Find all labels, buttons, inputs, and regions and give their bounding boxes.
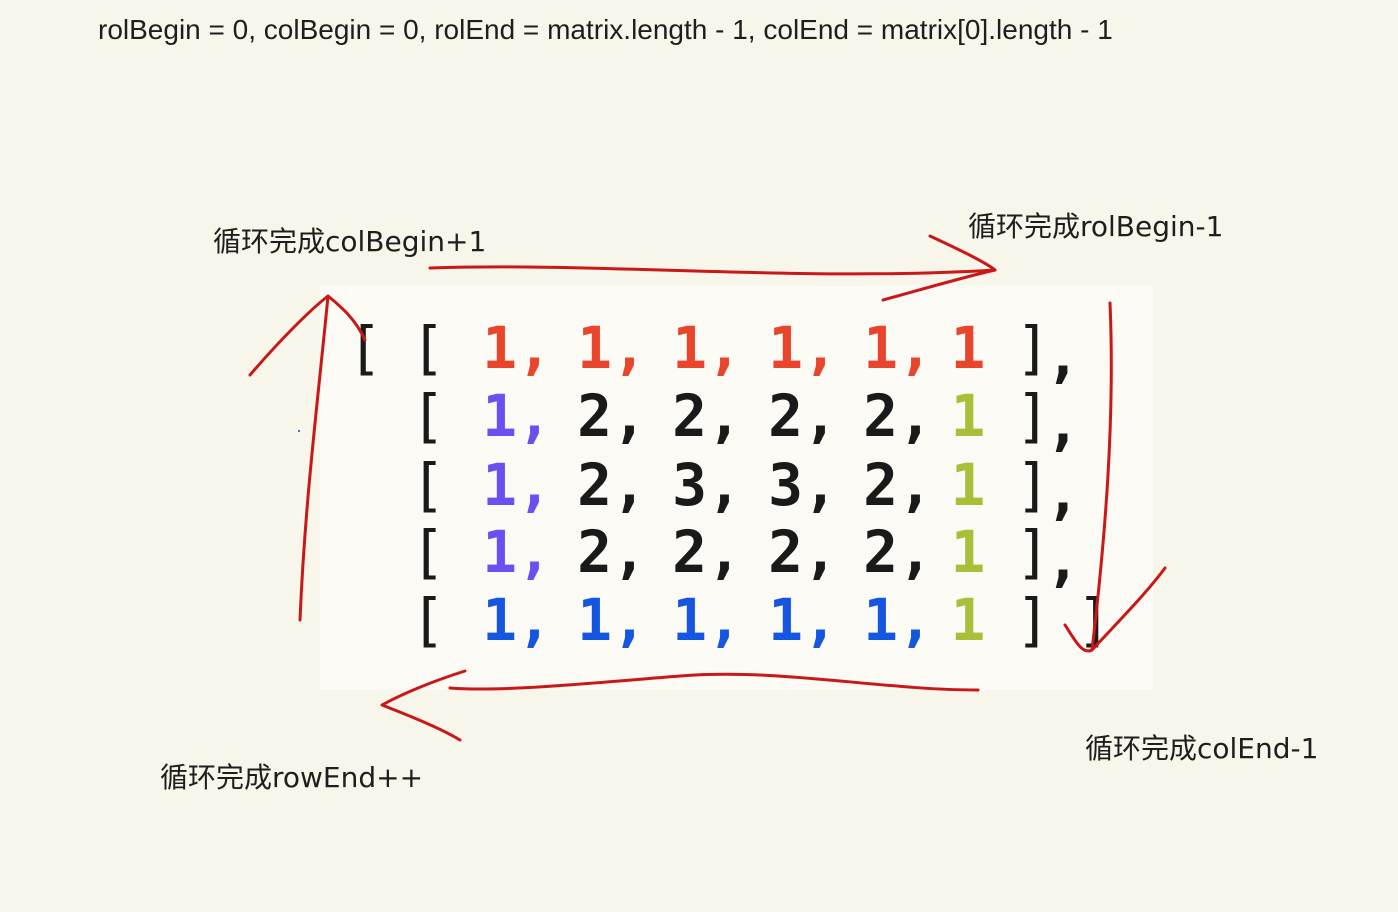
matrix-panel <box>320 285 1153 690</box>
header-text: rolBegin = 0, colBegin = 0, rolEnd = mat… <box>98 14 1113 45</box>
label-bottom-right: 循环完成colEnd-1 <box>1085 732 1319 765</box>
matrix-row-open-bracket: [ <box>410 586 446 654</box>
matrix-cell: 1 <box>950 382 986 450</box>
matrix-row-separator: , <box>1045 322 1081 390</box>
matrix-row-open-bracket: [ <box>410 382 446 450</box>
matrix-cell: 2, <box>863 382 933 450</box>
matrix-row-separator: , <box>1045 526 1081 594</box>
matrix-row-open-bracket: [ <box>410 451 446 519</box>
matrix-cell: 3, <box>768 451 838 519</box>
matrix-row-separator: , <box>1045 459 1081 527</box>
matrix-cell: 2, <box>577 518 647 586</box>
matrix-cell: 1, <box>482 314 552 382</box>
matrix-row-open-bracket: [ <box>410 518 446 586</box>
matrix-cell: 1, <box>672 314 742 382</box>
matrix-cell: 2, <box>672 518 742 586</box>
matrix-cell: 1, <box>863 586 933 654</box>
label-top-right: 循环完成rolBegin-1 <box>968 210 1224 243</box>
matrix-row-open-bracket: [ <box>410 314 446 382</box>
matrix-row-close-bracket: ] <box>1015 451 1051 519</box>
stray-dot <box>298 430 300 432</box>
matrix-cell: 1, <box>768 586 838 654</box>
matrix-cell: 1, <box>577 314 647 382</box>
matrix-cell: 2, <box>863 451 933 519</box>
matrix-cell: 1, <box>482 382 552 450</box>
matrix-cell: 1, <box>863 314 933 382</box>
matrix-cell: 1, <box>482 586 552 654</box>
matrix-cell: 1, <box>577 586 647 654</box>
matrix-row-separator: , <box>1045 390 1081 458</box>
matrix-cell: 2, <box>672 382 742 450</box>
matrix-outer-close-bracket: ] <box>1076 586 1112 654</box>
matrix-cell: 2, <box>577 382 647 450</box>
matrix-cell: 1 <box>950 314 986 382</box>
matrix-cell: 1 <box>950 518 986 586</box>
matrix-cell: 1, <box>768 314 838 382</box>
matrix-cell: 2, <box>768 518 838 586</box>
matrix-row-close-bracket: ] <box>1015 518 1051 586</box>
matrix-row-close-bracket: ] <box>1015 382 1051 450</box>
matrix-cell: 1 <box>950 451 986 519</box>
arrow-top-shaft <box>428 265 997 276</box>
matrix-cell: 2, <box>863 518 933 586</box>
matrix-cell: 1, <box>482 451 552 519</box>
label-bottom-left: 循环完成rowEnd++ <box>160 761 424 794</box>
matrix-cell: 1, <box>482 518 552 586</box>
label-top-left: 循环完成colBegin+1 <box>213 225 487 258</box>
matrix-row-close-bracket: ] <box>1015 314 1051 382</box>
matrix-cell: 1 <box>950 586 986 654</box>
matrix-outer-open-bracket: [ <box>347 314 383 382</box>
matrix-cell: 2, <box>577 451 647 519</box>
matrix-cell: 2, <box>768 382 838 450</box>
matrix-cell: 1, <box>672 586 742 654</box>
matrix-row-close-bracket: ] <box>1015 586 1051 654</box>
matrix-cell: 3, <box>672 451 742 519</box>
